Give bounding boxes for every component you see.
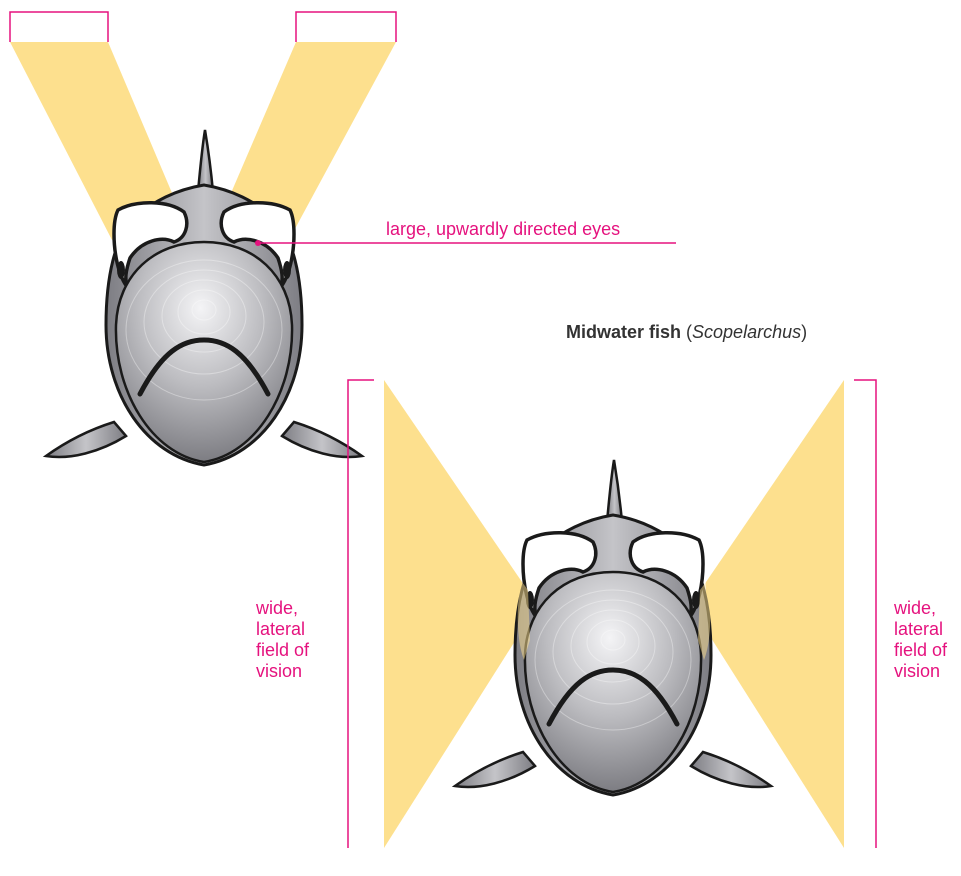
species-genus: Scopelarchus	[692, 322, 801, 342]
species-name: Midwater fish	[566, 322, 681, 342]
vision-label-left-line4: vision	[256, 661, 309, 682]
vision-label-right-line1: wide,	[894, 598, 947, 619]
vision-label-left-line2: lateral	[256, 619, 309, 640]
vision-label-right: wide, lateral field of vision	[894, 598, 947, 682]
vision-label-right-line3: field of	[894, 640, 947, 661]
right-side-bracket	[854, 380, 876, 848]
top-right-bracket	[296, 12, 396, 42]
top-left-bracket	[10, 12, 108, 42]
vision-label-left-line3: field of	[256, 640, 309, 661]
species-caption: Midwater fish (Scopelarchus)	[566, 322, 807, 343]
eye-pointer-dot	[255, 240, 261, 246]
genus-close-paren: )	[801, 322, 807, 342]
vision-label-left-line1: wide,	[256, 598, 309, 619]
vision-label-right-line4: vision	[894, 661, 947, 682]
vision-label-right-line2: lateral	[894, 619, 947, 640]
vision-label-left: wide, lateral field of vision	[256, 598, 309, 682]
eyes-annotation-label: large, upwardly directed eyes	[386, 219, 620, 240]
